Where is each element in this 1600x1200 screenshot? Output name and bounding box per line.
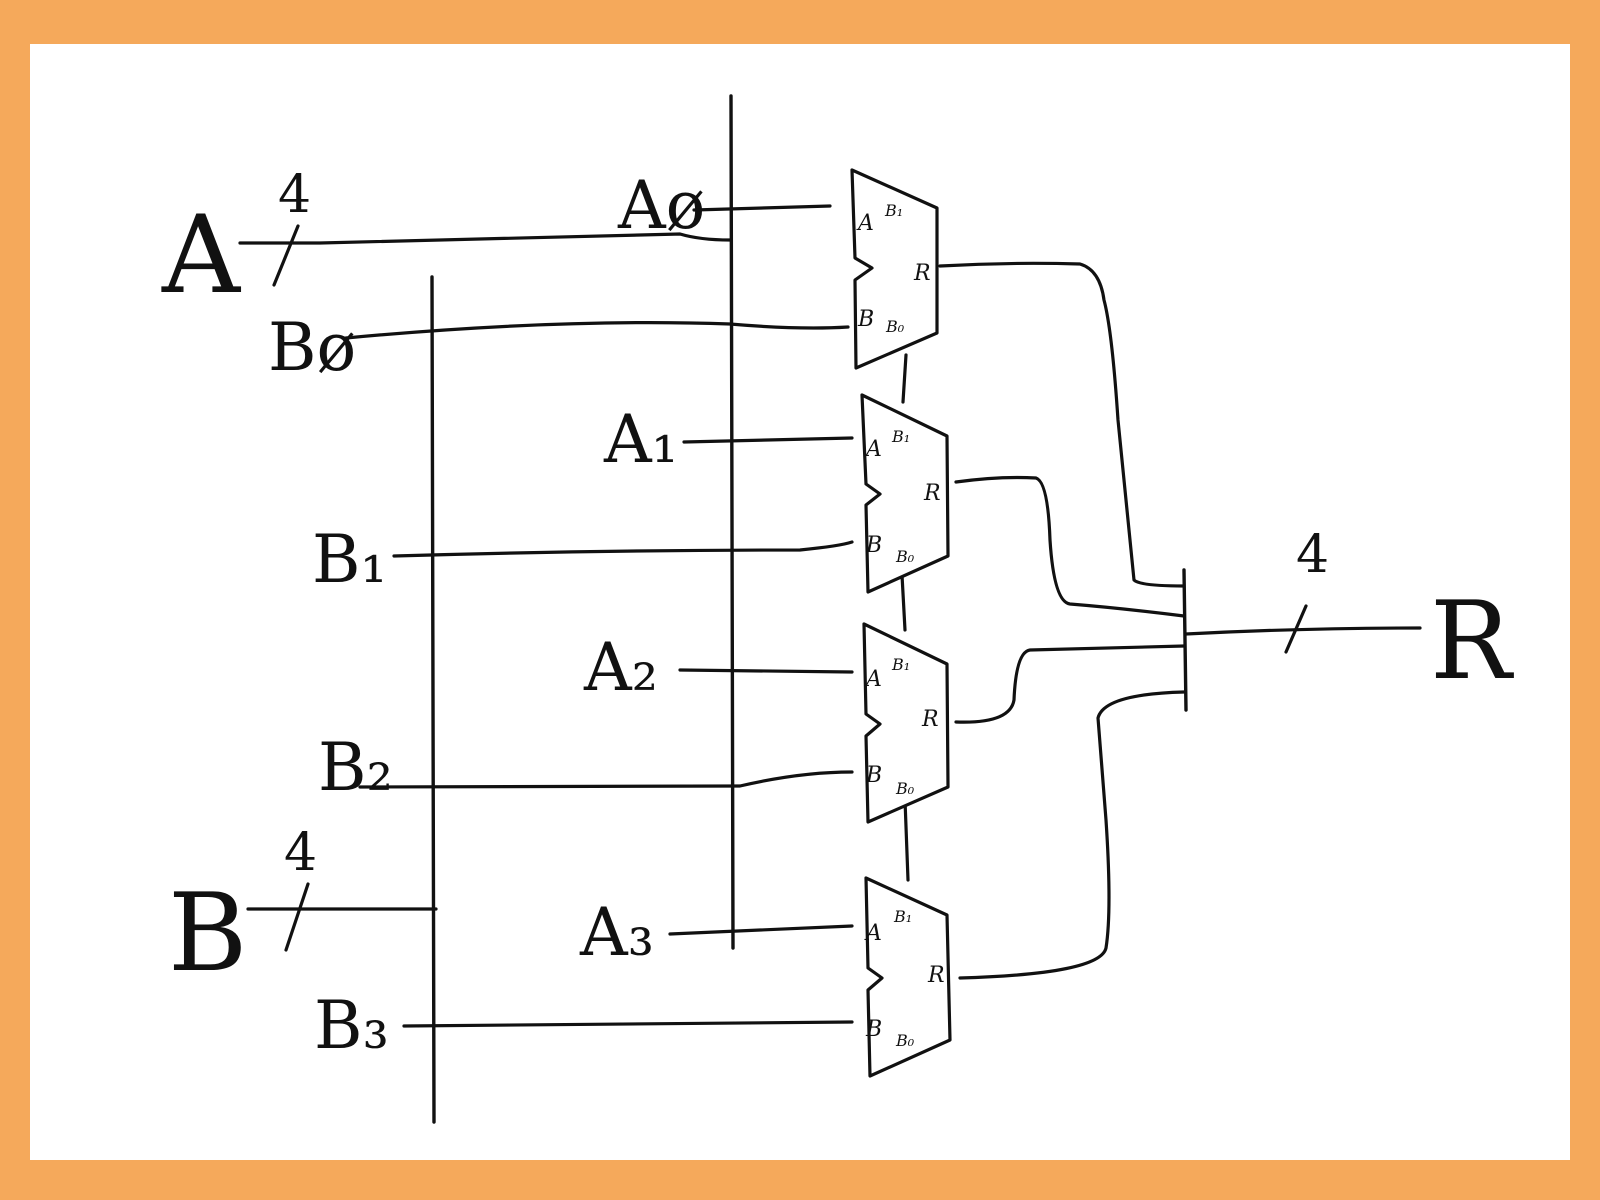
alu-2-port-a: A	[864, 667, 882, 692]
b2-wire	[358, 770, 854, 789]
input-a-label: A	[161, 193, 242, 318]
alu-3-port-r: R	[927, 963, 945, 988]
output-r-label: R	[1430, 579, 1514, 704]
b1-wire	[392, 540, 854, 558]
alu-0-result-wire	[938, 261, 1186, 588]
input-a-width-slash	[272, 224, 300, 287]
a3-wire	[668, 924, 854, 936]
b3-label: B₃	[314, 987, 389, 1064]
input-b-label: B	[168, 871, 247, 996]
alu-1-port-a: A	[864, 437, 882, 462]
alu-1-port-b: B	[865, 533, 882, 558]
alu-0-port-b0: B₀	[885, 317, 905, 336]
paper	[30, 44, 1570, 1160]
alu-2-port-b1: B₁	[891, 655, 910, 674]
input-a-width: 4	[278, 165, 311, 225]
alu-2-result-wire	[954, 644, 1186, 724]
b0-wire	[344, 321, 850, 340]
input-b-width: 4	[284, 823, 317, 883]
b3-wire	[402, 1020, 854, 1028]
alu-3: A B₁ R B B₀	[864, 876, 952, 1078]
alu-2: A B₁ R B B₀	[862, 622, 950, 824]
carry-link-2-3	[903, 798, 910, 882]
alu-1-port-r: R	[923, 481, 941, 506]
alu-0-port-r: R	[913, 261, 931, 286]
carry-link-1-2	[900, 573, 907, 632]
alu-0-port-b1: B₁	[884, 201, 903, 220]
a1-wire	[682, 436, 854, 444]
alu-1-port-b0: B₀	[895, 547, 915, 566]
alu-3-body	[864, 876, 952, 1078]
alu-1-port-b1: B₁	[891, 427, 910, 446]
output-r-wire	[1184, 626, 1422, 636]
alu-1: A B₁ R B B₀	[860, 393, 950, 594]
output-r-width-slash	[1284, 604, 1308, 654]
alu-1-result-wire	[954, 475, 1186, 618]
a1-label: A₁	[603, 401, 678, 478]
alu-0: A B₁ R B B₀	[850, 168, 939, 370]
input-a-wire	[238, 232, 732, 245]
alu-0-port-b: B	[857, 307, 874, 332]
a-bus	[729, 94, 735, 950]
alu-2-port-b: B	[865, 763, 882, 788]
a3-label: A₃	[579, 894, 654, 971]
alu-2-port-r: R	[921, 707, 939, 732]
b1-label: B₁	[312, 521, 387, 598]
alu-0-body	[850, 168, 939, 370]
alu-2-port-b0: B₀	[895, 779, 915, 798]
alu-3-result-wire	[958, 690, 1186, 980]
a2-label: A₂	[583, 629, 658, 706]
b0-label: Bø	[268, 309, 356, 386]
alu-2-body	[862, 622, 950, 824]
a2-wire	[678, 668, 854, 674]
b2-label: B₂	[318, 729, 393, 806]
a0-wire	[692, 204, 832, 212]
a0-label: Aø	[617, 167, 705, 244]
alu-0-port-a: A	[856, 211, 874, 236]
output-r-width: 4	[1296, 525, 1329, 585]
alu-3-port-b0: B₀	[895, 1031, 915, 1050]
alu-3-port-b: B	[865, 1017, 882, 1042]
input-b-width-slash	[284, 882, 310, 952]
b-bus	[430, 275, 436, 1124]
alu-3-port-b1: B₁	[893, 907, 912, 926]
alu-3-port-a: A	[864, 921, 882, 946]
alu-1-body	[860, 393, 950, 594]
carry-link-0-1	[901, 353, 908, 404]
merge-bar	[1182, 568, 1188, 712]
